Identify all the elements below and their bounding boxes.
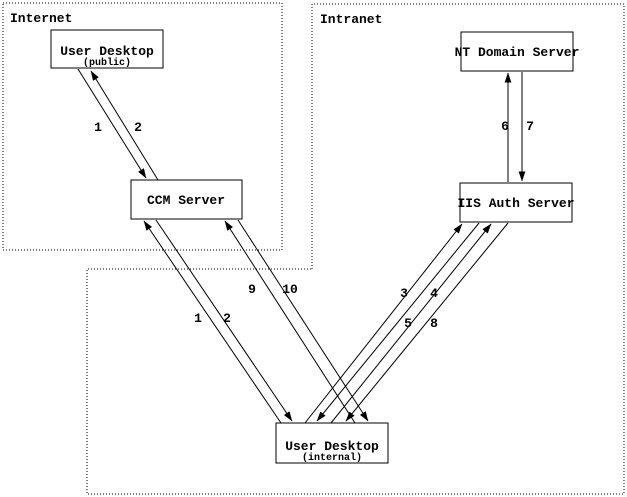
edge-1-user-desktop-public-to-ccm-server	[77, 68, 147, 179]
node-nt-domain-server-title: NT Domain Server	[455, 45, 580, 60]
edge-2-ccm-server-to-user-desktop-internal	[155, 219, 293, 422]
node-nt-domain-server: NT Domain Server	[455, 31, 580, 72]
node-iis-auth-server-title: IIS Auth Server	[457, 196, 574, 211]
edge-label-2-internal: 2	[223, 311, 231, 326]
edge-5-user-desktop-internal-to-iis-auth-server	[330, 223, 492, 424]
internet-zone-border	[2, 2, 283, 251]
node-iis-auth-server-box	[459, 182, 573, 223]
node-user-desktop-public-title: User Desktop	[60, 44, 154, 59]
edge-8-iis-auth-server-to-user-desktop-internal	[345, 222, 509, 422]
node-user-desktop-internal-subtitle: (internal)	[302, 452, 362, 464]
edge-1-user-desktop-internal-to-ccm-server	[143, 220, 282, 424]
internet-zone-label: Internet	[10, 11, 72, 26]
edge-4-iis-auth-server-to-user-desktop-internal	[316, 222, 480, 422]
node-user-desktop-internal: User Desktop (internal)	[275, 422, 389, 464]
edge-label-4: 4	[430, 286, 438, 301]
edge-2-ccm-server-to-user-desktop-public	[90, 70, 159, 181]
edge-label-9: 9	[248, 282, 256, 297]
node-user-desktop-internal-title: User Desktop	[285, 439, 379, 454]
edge-3-user-desktop-internal-to-iis-auth-server	[304, 223, 463, 424]
node-user-desktop-public: User Desktop (public)	[50, 29, 164, 69]
edge-label-10: 10	[282, 282, 298, 297]
node-ccm-server: CCM Server	[130, 179, 243, 220]
node-user-desktop-public-box	[50, 29, 164, 69]
intranet-zone-label: Intranet	[320, 12, 382, 27]
node-user-desktop-public-subtitle: (public)	[83, 57, 131, 69]
node-ccm-server-title: CCM Server	[147, 193, 225, 208]
node-iis-auth-server: IIS Auth Server	[457, 182, 575, 223]
node-user-desktop-internal-box	[275, 422, 389, 464]
edge-label-8: 8	[430, 316, 438, 331]
node-ccm-server-box	[130, 179, 243, 220]
edge-9-user-desktop-internal-to-ccm-server	[224, 220, 356, 424]
edge-label-1-public: 1	[94, 120, 102, 135]
edge-label-2-public: 2	[134, 120, 142, 135]
edge-label-3: 3	[400, 286, 408, 301]
edge-label-1-internal: 1	[194, 311, 202, 326]
node-nt-domain-server-box	[460, 31, 574, 72]
intranet-zone-border	[86, 3, 625, 495]
edge-label-5: 5	[404, 316, 412, 331]
edge-label-7: 7	[526, 119, 534, 134]
edge-label-6: 6	[501, 119, 509, 134]
edge-10-ccm-server-to-user-desktop-internal	[237, 219, 369, 422]
